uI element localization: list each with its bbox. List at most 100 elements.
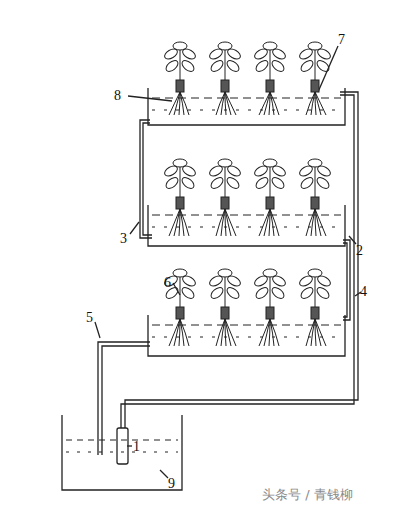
tank — [148, 315, 345, 356]
plant-root — [225, 319, 236, 346]
plant-leaf — [225, 58, 241, 73]
water-line — [152, 337, 341, 338]
plant-leaf — [315, 58, 331, 73]
plant-plug — [221, 307, 229, 319]
plant-root — [179, 319, 180, 346]
plant-leaf — [180, 58, 196, 73]
plant-plug — [176, 197, 184, 209]
callout-number: 3 — [120, 232, 127, 246]
plant-root — [269, 209, 270, 236]
plant-root — [264, 209, 270, 236]
plant-root — [259, 209, 270, 236]
plant-plug — [176, 80, 184, 92]
reservoir — [62, 415, 182, 490]
plant-root — [311, 319, 315, 346]
plant-leaf — [263, 42, 277, 50]
plant-plug — [311, 197, 319, 209]
plant-root — [315, 319, 326, 346]
plant-leaf — [164, 175, 180, 190]
plant-leaf — [315, 175, 331, 190]
plant-root — [169, 92, 180, 115]
plant-root — [225, 92, 236, 115]
plant-plug — [221, 197, 229, 209]
plant-root — [216, 319, 225, 346]
plant-root — [169, 319, 180, 346]
plant-leaf — [270, 58, 286, 73]
plant-root — [264, 319, 270, 346]
plant-leaf — [263, 159, 277, 167]
plant-plug — [266, 307, 274, 319]
water-line — [66, 440, 178, 441]
plant-plug — [221, 80, 229, 92]
plant-root — [269, 319, 270, 346]
plant-leaf — [263, 269, 277, 277]
plant-leaf — [308, 42, 322, 50]
callout-number: 6 — [164, 276, 171, 290]
plant-leaf — [299, 175, 315, 190]
plant-leaf — [180, 175, 196, 190]
plant-stem — [315, 50, 316, 80]
plant-leaf — [164, 58, 180, 73]
plant-stem — [225, 277, 226, 307]
leader-line — [349, 236, 356, 244]
plant-root — [306, 209, 315, 236]
plant-root — [174, 209, 180, 236]
plant-plug — [266, 197, 274, 209]
plant-leaf — [173, 159, 187, 167]
plant-leaf — [225, 175, 241, 190]
pipe — [125, 92, 358, 428]
plant-stem — [225, 167, 226, 197]
plant-root — [174, 319, 180, 346]
pipe — [121, 95, 354, 428]
plant-leaf — [270, 285, 286, 300]
plant-root — [216, 209, 225, 236]
plant-leaf — [254, 58, 270, 73]
plant-root — [315, 92, 326, 115]
plant-root — [269, 92, 270, 115]
plant-root — [264, 92, 270, 115]
pipe — [143, 123, 152, 235]
pipe — [343, 243, 347, 317]
plant-plug — [311, 307, 319, 319]
plant-leaf — [225, 285, 241, 300]
plant-leaf — [173, 269, 187, 277]
plant-leaf — [180, 285, 196, 300]
leader-line — [127, 445, 132, 446]
plant-leaf — [299, 285, 315, 300]
plant-leaf — [209, 285, 225, 300]
plant-root — [179, 209, 180, 236]
plant-leaf — [218, 269, 232, 277]
plant-root — [259, 319, 270, 346]
tank — [148, 205, 345, 246]
tank — [148, 88, 345, 125]
water-line — [152, 110, 341, 111]
water-line — [152, 227, 341, 228]
plant-root — [221, 92, 225, 115]
watermark: 头条号 / 青钱柳 — [262, 488, 353, 501]
plant-root — [180, 319, 189, 346]
plant-leaf — [254, 175, 270, 190]
plant-stem — [315, 167, 316, 197]
plant-leaf — [173, 42, 187, 50]
callout-number: 5 — [86, 311, 93, 325]
plant-root — [259, 92, 270, 115]
plant-leaf — [218, 42, 232, 50]
callout-number: 7 — [338, 33, 345, 47]
plant-stem — [270, 277, 271, 307]
leader-line — [130, 222, 139, 234]
plant-leaf — [308, 159, 322, 167]
plant-root — [225, 209, 236, 236]
plant-root — [315, 209, 326, 236]
plant-root — [221, 209, 225, 236]
plant-root — [270, 319, 279, 346]
plant-plug — [176, 307, 184, 319]
plant-root — [311, 92, 315, 115]
callout-number: 2 — [356, 244, 363, 258]
plant-leaf — [299, 58, 315, 73]
plant-root — [270, 209, 279, 236]
water-line — [66, 452, 178, 453]
plant-stem — [315, 277, 316, 307]
plant-plug — [266, 80, 274, 92]
plant-root — [306, 319, 315, 346]
